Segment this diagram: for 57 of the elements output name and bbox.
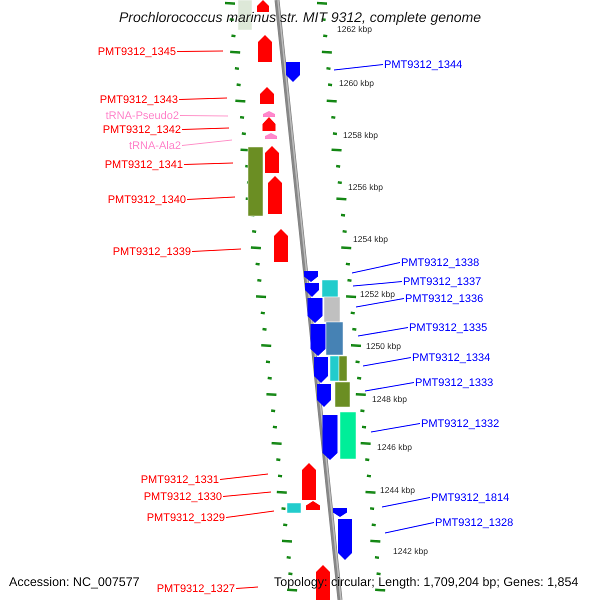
accession-text: Accession: NC_007577 xyxy=(9,576,140,590)
leader-line xyxy=(384,522,434,534)
gene-label: PMT9312_1330 xyxy=(144,490,222,503)
gene-label: PMT9312_1814 xyxy=(431,492,510,504)
gene-label: PMT9312_1327 xyxy=(156,582,235,595)
leader-line xyxy=(226,510,274,518)
scale-label: 1242 kbp xyxy=(393,547,428,556)
scale-label: 1250 kbp xyxy=(366,342,401,352)
leader-line xyxy=(222,492,272,498)
leader-line xyxy=(220,474,268,480)
gene-label: PMT9312_1334 xyxy=(412,352,490,364)
leader-line xyxy=(236,586,258,590)
leader-line xyxy=(184,162,234,166)
gene-label: PMT9312_1340 xyxy=(108,194,186,206)
gene-label: PMT9312_1333 xyxy=(415,376,494,389)
scale-label: 1258 kbp xyxy=(343,131,378,140)
leader-line xyxy=(178,98,228,100)
gene-label: PMT9312_1342 xyxy=(102,124,181,136)
leader-line xyxy=(352,262,400,274)
leader-line xyxy=(382,497,430,508)
gene-label: PMT9312_1344 xyxy=(384,58,462,71)
leader-line xyxy=(182,140,232,146)
leader-line xyxy=(356,298,404,308)
leader-line xyxy=(186,196,236,200)
scale-label: 1254 kbp xyxy=(353,235,388,244)
gene-label: PMT9312_1331 xyxy=(140,474,219,486)
scale-label: 1246 kbp xyxy=(377,443,412,452)
scale-label: 1262 kbp xyxy=(337,25,372,34)
scale-label: 1256 kbp xyxy=(348,183,383,192)
leader-line xyxy=(362,357,412,366)
gene-label: tRNA-Ala2 xyxy=(129,140,181,152)
gene-label: PMT9312_1345 xyxy=(98,46,176,58)
gene-label: PMT9312_1341 xyxy=(104,158,183,171)
gene-label: PMT9312_1328 xyxy=(435,516,514,529)
leader-line xyxy=(352,281,402,286)
scale-label: 1244 kbp xyxy=(380,486,415,496)
leader-line xyxy=(364,382,414,392)
leader-line xyxy=(334,64,384,70)
leader-line xyxy=(370,423,420,432)
gene-label: PMT9312_1332 xyxy=(421,418,500,430)
scale-label: 1248 kbp xyxy=(372,395,407,404)
gene-label: PMT9312_1337 xyxy=(403,276,482,288)
gene-label: PMT9312_1329 xyxy=(146,512,225,524)
gene-label: PMT9312_1338 xyxy=(401,256,480,269)
leader-line xyxy=(176,50,224,52)
gene-label: tRNA-Pseudo2 xyxy=(106,110,179,122)
leader-line xyxy=(358,327,408,336)
scale-label: 1252 kbp xyxy=(360,290,395,300)
leader-line xyxy=(180,115,228,116)
gene-label: PMT9312_1339 xyxy=(112,246,191,258)
gene-label: PMT9312_1343 xyxy=(100,94,178,106)
leader-line xyxy=(182,128,230,130)
gene-label: PMT9312_1335 xyxy=(409,322,488,334)
leader-line xyxy=(192,248,242,252)
scale-label: 1260 kbp xyxy=(339,79,374,88)
gene-label: PMT9312_1336 xyxy=(405,292,484,305)
title: Prochlorococcus marinus str. MIT 9312, complete genome xyxy=(118,10,482,26)
